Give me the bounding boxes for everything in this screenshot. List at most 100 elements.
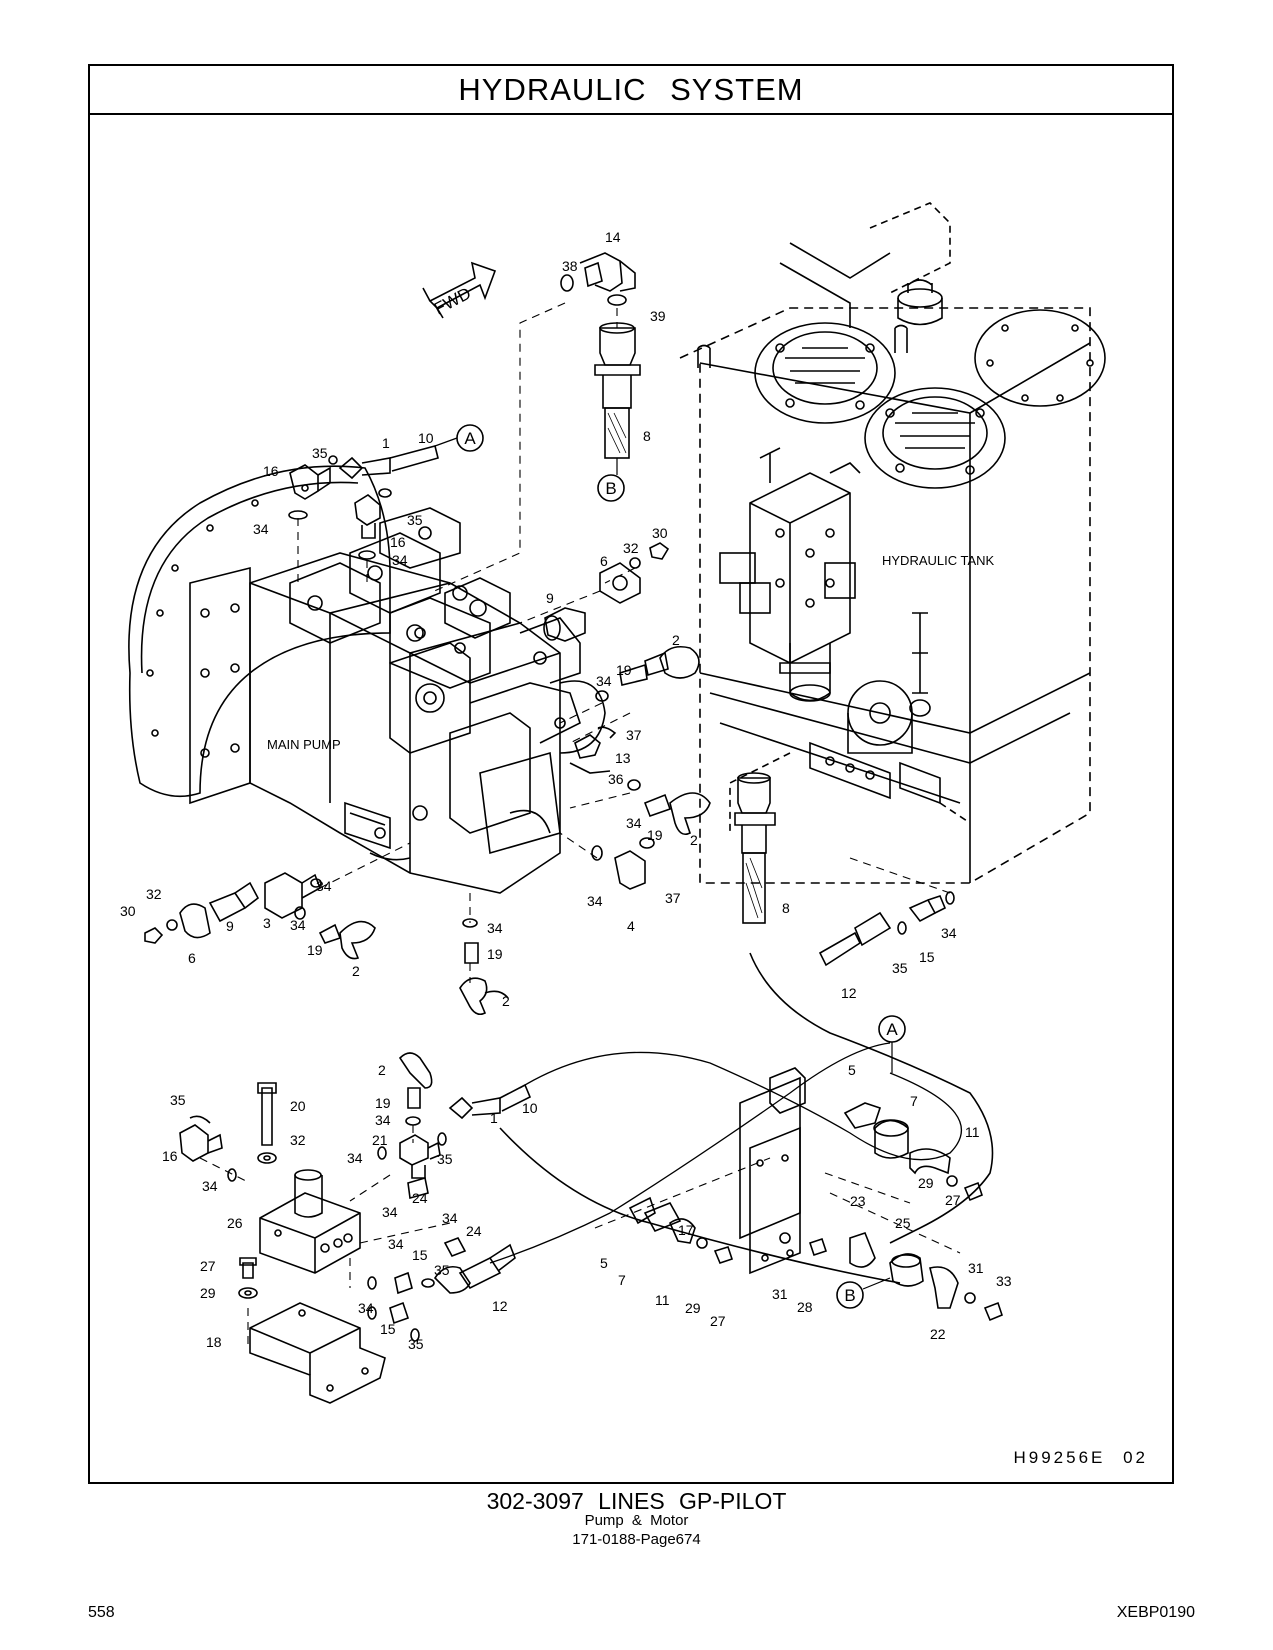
callout-13: 13 — [615, 750, 631, 766]
return-filter-dome-2 — [864, 387, 1006, 489]
callout-26c: 29 — [685, 1300, 701, 1316]
ref-a-lower: A — [886, 1020, 898, 1039]
page-title-bar: HYDRAULIC SYSTEM — [90, 66, 1172, 115]
callout-2: 2 — [672, 632, 680, 648]
callout-19: 19 — [616, 662, 632, 678]
callout-34j: 34 — [375, 1112, 391, 1128]
callout-22: 22 — [930, 1326, 946, 1342]
document-id: XEBP0190 — [1116, 1604, 1195, 1621]
callout-25: 25 — [895, 1215, 911, 1231]
hydraulic-tank-illustration — [679, 202, 1106, 884]
callout-37: 37 — [626, 727, 642, 743]
callout-31b: 31 — [772, 1286, 788, 1302]
mounting-bracket-7 — [249, 1302, 386, 1404]
callout-6: 6 — [600, 553, 608, 569]
callout-33: 33 — [996, 1273, 1012, 1289]
callout-2c: 2 — [352, 963, 360, 979]
fwd-arrow — [422, 261, 497, 319]
callout-14: 14 — [605, 229, 621, 245]
callout-34p: 34 — [202, 1178, 218, 1194]
callout-9: 9 — [546, 590, 554, 606]
callout-21b: 5 — [600, 1255, 608, 1271]
hydraulic-tank-label: HYDRAULIC TANK — [882, 553, 995, 568]
callout-7: 18 — [206, 1334, 222, 1350]
callout-20: 11 — [965, 1124, 980, 1140]
callout-2b: 2 — [690, 832, 698, 848]
callout-6b: 6 — [188, 950, 196, 966]
ref-circle-b-upper — [597, 474, 625, 502]
manifold-block-5 — [259, 1169, 361, 1274]
callout-5: 26 — [227, 1215, 243, 1231]
callout-1: 1 — [382, 435, 390, 451]
callout-34i: 34 — [487, 920, 503, 936]
breather-cap — [897, 279, 943, 326]
callout-35f: 35 — [408, 1336, 424, 1352]
parts-diagram: A B A B MAIN PUMP HYDRAULIC TANK FWD 14 … — [120, 202, 1106, 1404]
callout-18: 21 — [372, 1132, 388, 1148]
callout-3b: 12 — [492, 1298, 508, 1314]
mounting-plate-11 — [739, 1067, 806, 1275]
callout-20b: 11 — [655, 1292, 670, 1308]
bolt-30 — [144, 927, 164, 944]
callout-19e: 19 — [375, 1095, 391, 1111]
tank-sight-gauge — [847, 680, 913, 754]
callout-35c: 35 — [892, 960, 908, 976]
callout-19c: 19 — [307, 942, 323, 958]
callout-26: 29 — [200, 1285, 216, 1301]
callout-34f: 34 — [941, 925, 957, 941]
callout-34h: 34 — [290, 917, 306, 933]
callout-19d: 19 — [487, 946, 503, 962]
callout-8: 8 — [643, 428, 651, 444]
pilot-valve-block — [719, 447, 861, 702]
callout-34l: 34 — [382, 1204, 398, 1220]
callout-34o: 34 — [358, 1300, 374, 1316]
callout-34e: 34 — [587, 893, 603, 909]
ref-b-upper: B — [605, 479, 616, 498]
callout-34m: 34 — [442, 1210, 458, 1226]
callout-3: 12 — [841, 985, 857, 1001]
callout-11: 17 — [678, 1222, 694, 1238]
part-callouts: 14 38 39 8 1 10 35 16 35 16 34 34 32 30 … — [120, 229, 1012, 1352]
callout-29: 20 — [290, 1098, 306, 1114]
callout-37b: 37 — [665, 890, 681, 906]
callout-32b: 32 — [146, 886, 162, 902]
callout-26b: 29 — [918, 1175, 934, 1191]
caption-reference: 171-0188-Page674 — [572, 1531, 701, 1548]
callout-35g: 35 — [170, 1092, 186, 1108]
callout-27b: 27 — [945, 1192, 961, 1208]
callout-2e: 2 — [378, 1062, 386, 1078]
callout-30: 30 — [652, 525, 668, 541]
callout-34: 34 — [253, 521, 269, 537]
callout-16b: 16 — [390, 534, 406, 550]
page-number: 558 — [88, 1604, 115, 1621]
callout-34d: 34 — [626, 815, 642, 831]
callout-28: 28 — [797, 1299, 813, 1315]
callout-34g: 34 — [316, 878, 332, 894]
callout-24: 7 — [910, 1093, 918, 1109]
callout-32: 32 — [623, 540, 639, 556]
callout-27: 27 — [200, 1258, 216, 1274]
callout-24b: 7 — [618, 1272, 626, 1288]
main-pump-illustration — [128, 465, 606, 894]
callout-35: 35 — [312, 445, 328, 461]
callout-27c: 27 — [710, 1313, 726, 1329]
callout-35b: 35 — [407, 512, 423, 528]
callout-34c: 34 — [596, 673, 612, 689]
callout-32c: 32 — [290, 1132, 306, 1148]
callout-35d: 35 — [437, 1151, 453, 1167]
callout-23: 23 — [850, 1193, 866, 1209]
callout-36: 36 — [608, 771, 624, 787]
ref-a-upper: A — [464, 429, 476, 448]
diagram-frame: HYDRAULIC SYSTEM — [88, 64, 1174, 1484]
drawing-code: H99256E 02 — [1013, 1448, 1148, 1467]
ref-circle-b-lower — [836, 1281, 864, 1309]
callout-16c: 16 — [162, 1148, 178, 1164]
main-pump-label: MAIN PUMP — [267, 737, 341, 752]
callout-30b: 30 — [120, 903, 136, 919]
callout-10b: 10 — [522, 1100, 538, 1116]
tank-cover-plate — [974, 309, 1106, 407]
callout-8b: 8 — [782, 900, 790, 916]
callout-4: 3 — [263, 915, 271, 931]
callout-21: 5 — [848, 1062, 856, 1078]
callout-12b: 15 — [412, 1247, 428, 1263]
